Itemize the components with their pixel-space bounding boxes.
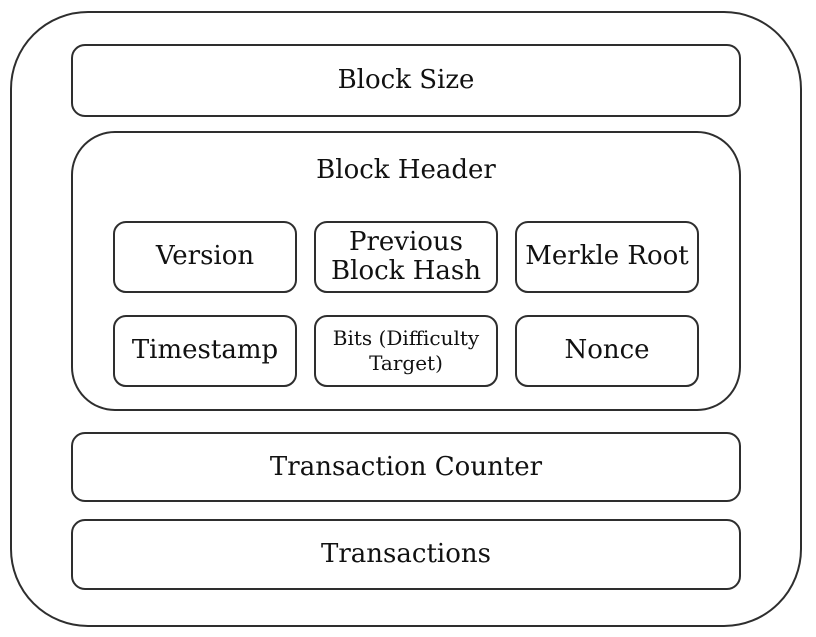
previous-block-hash-label: Previous Block Hash [331,226,481,287]
transactions-box: Transactions [71,518,741,590]
outer-block-container: Block Size Block Header Version Previous… [10,11,802,627]
nonce-box: Nonce [515,315,699,388]
transaction-counter-label: Transaction Counter [269,451,543,482]
transactions-label: Transactions [321,539,491,569]
timestamp-box: Timestamp [113,315,297,388]
transaction-counter-box: Transaction Counter [71,432,741,502]
block-header-title: Block Header [316,155,496,186]
block-header-container: Block Header Version Previous Block Hash… [71,131,741,412]
nonce-label: Nonce [564,335,650,366]
merkle-root-label: Merkle Root [525,241,689,272]
version-label: Version [155,241,255,272]
block-size-label: Block Size [337,65,475,96]
bits-difficulty-target-label: Bits (Difficulty Target) [332,326,480,376]
block-header-fields-grid: Version Previous Block Hash Merkle Root … [113,221,699,388]
previous-block-hash-box: Previous Block Hash [314,221,498,294]
merkle-root-box: Merkle Root [515,221,699,294]
bits-difficulty-target-box: Bits (Difficulty Target) [314,315,498,388]
timestamp-label: Timestamp [131,335,279,366]
block-size-box: Block Size [71,44,741,118]
version-box: Version [113,221,297,294]
